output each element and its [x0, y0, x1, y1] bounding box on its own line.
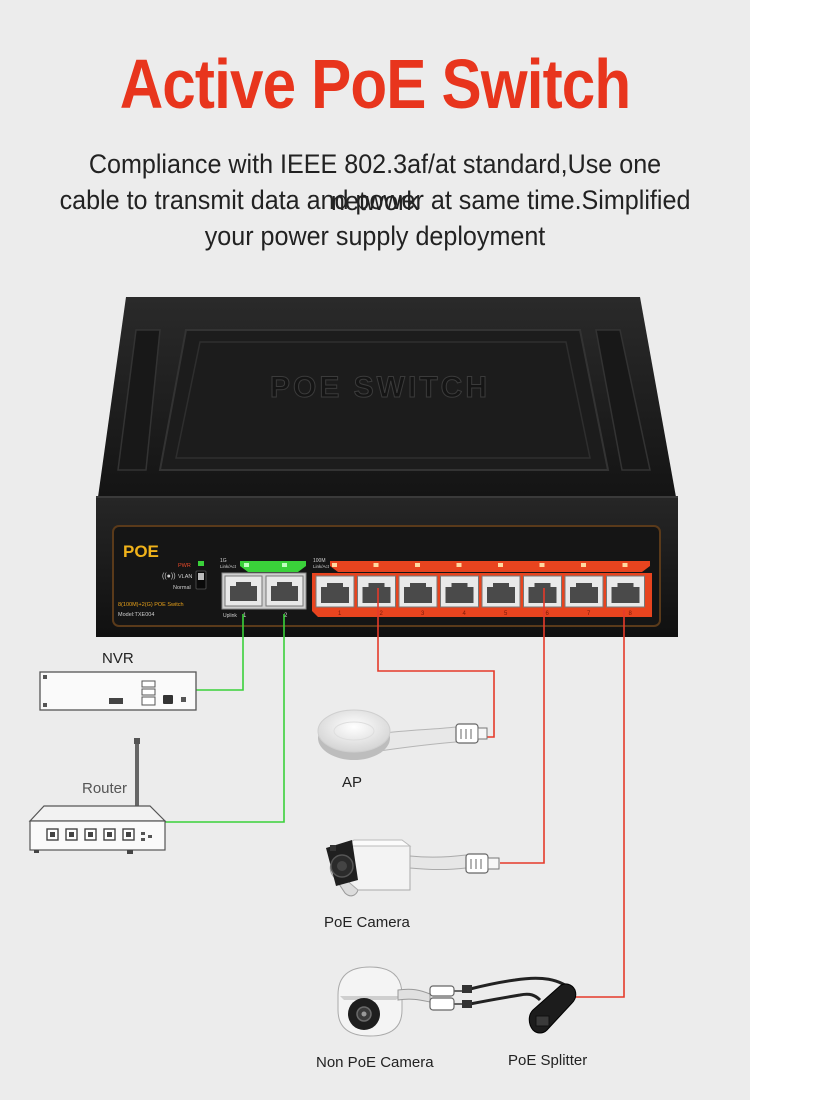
uplink-link-act: Link/Act	[220, 564, 237, 569]
router-device	[28, 738, 167, 854]
camera-connector	[465, 853, 489, 874]
poe-led	[498, 563, 503, 567]
ap-device	[317, 709, 488, 760]
poe-leds	[332, 563, 628, 567]
poe-port-socket	[321, 583, 349, 603]
poe-led-bar	[330, 561, 650, 572]
poe-port-socket	[611, 583, 640, 603]
spec-line: 8(100M)+2(G) POE Switch	[118, 602, 184, 608]
poe-led	[539, 563, 545, 567]
poe-camera-device	[326, 839, 500, 897]
cable-poe-8-splitter	[575, 610, 625, 998]
page-title: Active PoE Switch	[119, 45, 631, 123]
poe-led	[373, 563, 379, 567]
switch-brand: POE	[123, 542, 159, 561]
poe-port-number: 2	[380, 611, 384, 617]
diagram-canvas: Active PoE Switch Compliance with IEEE 8…	[0, 0, 750, 1100]
poe-splitter-label: PoE Splitter	[508, 1052, 588, 1069]
uplink-bar	[240, 561, 306, 572]
poe-led	[456, 563, 462, 567]
non-poe-camera-label: Non PoE Camera	[316, 1054, 434, 1071]
rj45-connector	[429, 997, 455, 1011]
cable-uplink-1-nvr	[194, 614, 244, 691]
nvr-label: NVR	[102, 650, 134, 667]
switch-top-panel	[158, 329, 610, 471]
description-line-1: Compliance with IEEE 802.3af/at standard…	[88, 149, 662, 216]
poe-led	[415, 563, 420, 567]
uplink-label: Uplink	[223, 613, 237, 619]
uplink-port-number: 1	[243, 613, 247, 619]
switch-emboss-text: POE SWITCH	[270, 371, 490, 404]
vlan-label: VLAN	[178, 574, 192, 580]
poe-port-number: 7	[587, 611, 591, 617]
poe-switch: POE SWITCH POE PWR ((●)) VLAN Normal 8(1…	[96, 297, 678, 637]
poe-led	[332, 563, 337, 567]
ap-label: AP	[342, 774, 363, 791]
nvr-device	[39, 671, 197, 711]
poe-speed: 100M	[313, 558, 326, 564]
poe-port-socket	[362, 583, 391, 603]
pwr-led	[198, 561, 204, 566]
network-diagram: POE SWITCH POE PWR ((●)) VLAN Normal 8(1…	[28, 297, 678, 1037]
router-label: Router	[82, 780, 128, 797]
vlan-icon: ((●))	[162, 573, 176, 580]
ap-connector	[455, 723, 479, 744]
page-margin	[750, 0, 828, 1100]
poe-port-number: 5	[504, 611, 508, 617]
poe-splitter-device	[462, 976, 577, 1034]
poe-led	[581, 563, 586, 567]
poe-port-number: 6	[546, 611, 550, 617]
poe-port-socket	[487, 583, 515, 603]
model-label: Model:TXE004	[118, 612, 154, 618]
uplink-ports	[221, 572, 307, 610]
poe-port-socket	[404, 583, 432, 603]
poe-led	[622, 563, 628, 567]
poe-link-act: Link/Act	[313, 564, 330, 569]
non-poe-camera-device	[337, 966, 462, 1037]
poe-port-number: 4	[463, 611, 467, 617]
poe-port-socket	[570, 583, 598, 603]
poe-port-socket	[445, 583, 474, 603]
pwr-label: PWR	[178, 563, 191, 569]
uplink-port-number: 2	[284, 613, 288, 619]
uplink-speed: 1G	[220, 558, 227, 564]
cable-poe-2-ap	[377, 588, 495, 738]
cables	[165, 588, 625, 998]
normal-label: Normal	[173, 585, 191, 591]
dc-connector	[429, 985, 455, 997]
poe-port-socket	[528, 583, 557, 603]
poe-port-number: 8	[629, 611, 633, 617]
poe-camera-label: PoE Camera	[324, 914, 410, 931]
cable-poe-6-camera	[500, 588, 545, 864]
poe-port-number: 1	[338, 611, 342, 617]
cable-uplink-2-router	[165, 614, 285, 823]
poe-ports	[315, 575, 645, 608]
poe-port-number: 3	[421, 611, 425, 617]
description-line-3: your power supply deployment	[204, 221, 546, 251]
description-line-2: cable to transmit data and power at same…	[59, 185, 691, 215]
